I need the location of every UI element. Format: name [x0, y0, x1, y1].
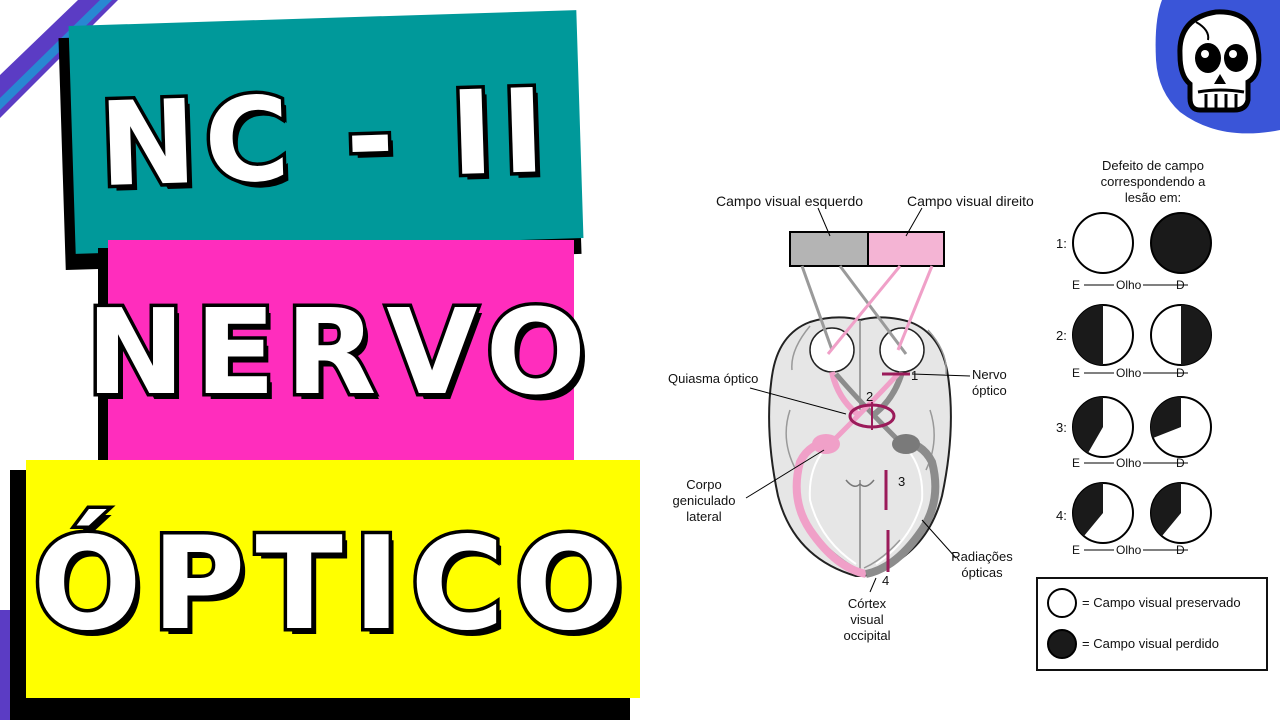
legend-lost-swatch [1047, 629, 1077, 659]
title-line-1: NC - II [94, 60, 558, 216]
left-visual-field-label: Campo visual esquerdo [716, 193, 864, 209]
lesion-number-3: 3 [898, 474, 906, 489]
left-visual-field-box [789, 231, 869, 267]
row-label-1: 1: [1056, 236, 1067, 251]
legend-box [1036, 577, 1268, 671]
row2-right-eye [1181, 305, 1211, 365]
eye-label-e-1: E [1072, 278, 1081, 292]
eye-label-d-2: D [1176, 366, 1185, 380]
lesion-number-2: 2 [866, 389, 874, 404]
eye-label-e-3: E [1072, 456, 1081, 470]
optic-chiasm-label: Quiasma óptico [668, 371, 759, 386]
visual-pathway-diagram [745, 207, 971, 593]
row1-right-eye [1150, 212, 1212, 274]
eye-label-olho-4: Olho [1114, 543, 1144, 557]
legend-swatches [1047, 588, 1077, 659]
eye-label-d-1: D [1176, 278, 1185, 292]
legend-lost-label: = Campo visual perdido [1082, 636, 1219, 651]
skull-icon [1155, 0, 1280, 134]
eye-label-e-4: E [1072, 543, 1081, 557]
right-visual-field-label: Campo visual direito [907, 193, 1034, 209]
occipital-cortex-label: Córtex visual occipital [843, 596, 891, 643]
row3-left-eye [1072, 397, 1103, 453]
row1-left-eye [1072, 212, 1134, 274]
eye-label-d-4: D [1176, 543, 1185, 557]
eye-label-e-2: E [1072, 366, 1081, 380]
title-block-yellow [26, 460, 640, 698]
right-visual-field-box [867, 231, 945, 267]
lesion-number-4: 4 [882, 573, 890, 588]
title-block-magenta [108, 240, 574, 462]
row4-left-eye [1073, 483, 1103, 536]
eye-label-olho-2: Olho [1114, 366, 1144, 380]
row4-right-eye [1151, 483, 1181, 536]
lateral-geniculate-label: Corpo geniculado lateral [672, 477, 736, 524]
title-line-2: NERVO [83, 280, 596, 425]
eye-label-olho-1: Olho [1114, 278, 1144, 292]
defects-header: Defeito de campo correspondendo a lesão … [1100, 158, 1206, 205]
legend-preserved-swatch [1047, 588, 1077, 618]
row-label-2: 2: [1056, 328, 1067, 343]
row-label-4: 4: [1056, 508, 1067, 523]
optic-nerve-label: Nervo óptico [972, 367, 1007, 398]
row3-right-eye [1150, 396, 1181, 438]
row-label-3: 3: [1056, 420, 1067, 435]
legend-preserved-label: = Campo visual preservado [1082, 595, 1241, 610]
title-line-3: ÓPTICO [29, 506, 634, 662]
optic-radiations-label: Radiações ópticas [951, 549, 1013, 580]
row2-left-eye [1073, 305, 1103, 365]
field-defect-circles [1072, 212, 1212, 551]
lesion-number-1: 1 [911, 368, 919, 383]
eye-label-d-3: D [1176, 456, 1185, 470]
eye-label-olho-3: Olho [1114, 456, 1144, 470]
